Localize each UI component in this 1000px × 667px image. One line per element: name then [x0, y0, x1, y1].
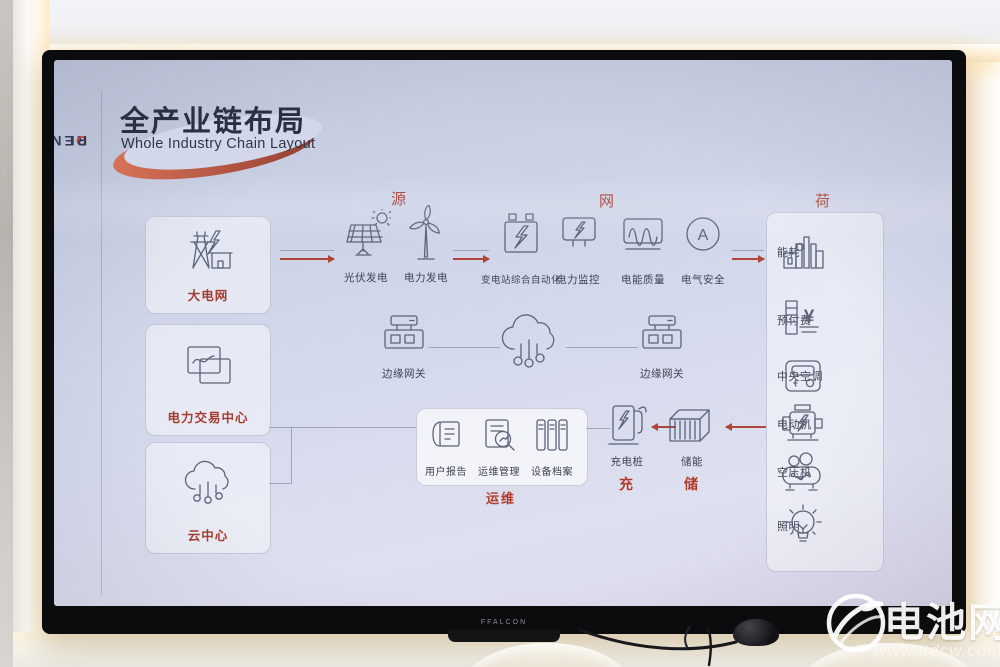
flow-arrow-right	[453, 255, 490, 262]
tv-brand-label: FFALCON	[480, 619, 528, 626]
cloud-gateway-line	[566, 347, 638, 348]
central-ac-icon	[777, 358, 829, 394]
tv-stand-tab	[448, 630, 560, 642]
card-label: 大电网	[187, 289, 229, 303]
logo-text-end: PI	[67, 133, 87, 149]
power-quality-icon	[618, 214, 668, 258]
edge-gateway-left-icon	[380, 313, 428, 359]
wall-right-panel	[962, 46, 1000, 667]
tv-frame: RENOPI 全产业链布局 Whole Industry Chain Layou…	[42, 50, 966, 642]
substation-automation-icon	[496, 208, 546, 262]
user-report-icon	[428, 417, 464, 453]
card-label: 电力交易中心	[167, 411, 249, 425]
section-label-load: 荷	[814, 193, 831, 210]
connector-trading-ops	[269, 427, 416, 428]
tv-cables	[578, 626, 738, 667]
storage-tag: 储	[684, 476, 700, 492]
flow-arrow-right	[732, 255, 765, 262]
card-trading-center: 电力交易中心	[145, 324, 271, 436]
section-label-grid: 网	[598, 193, 615, 210]
load-row-lighting: 照明	[777, 501, 877, 551]
cloud-center-icon	[146, 459, 270, 511]
lighting-icon	[777, 503, 829, 549]
wind-power-icon	[402, 204, 450, 264]
item-label: 电力监控	[556, 274, 600, 286]
item-label: 电气安全	[681, 274, 725, 286]
load-row-compressor: 空压机	[777, 447, 877, 497]
cloud-icon	[496, 310, 562, 376]
card-label: 云中心	[187, 529, 229, 543]
electrical-safety-icon: A	[682, 212, 724, 256]
load-row-prepaid: ¥ 预付费	[777, 295, 877, 345]
charging-tag: 充	[619, 476, 635, 492]
card-cloud-center: 云中心	[145, 442, 271, 554]
connector-ops-charging	[586, 428, 610, 429]
renopi-logo: RENOPI	[54, 128, 88, 248]
flow-arrow-right	[280, 255, 335, 262]
page-title: 全产业链布局	[120, 106, 307, 138]
card-main-grid: 大电网	[145, 216, 271, 314]
charging-label: 充电桩	[610, 456, 644, 468]
gateway-cloud-line	[428, 347, 500, 348]
item-label: 变电站综合自动化	[480, 275, 561, 286]
item-label: 电力发电	[404, 272, 448, 284]
flow-line	[732, 250, 764, 251]
load-row-hvac: 中央空调	[777, 351, 877, 401]
air-compressor-icon	[777, 452, 829, 492]
card-load-items: 能耗 ¥ 预付费	[766, 212, 884, 572]
load-row-energy: 能耗	[777, 227, 877, 277]
item-label: 电能质量	[621, 274, 665, 286]
load-row-motor: 电动机	[777, 399, 877, 449]
remote-device	[733, 619, 779, 646]
arrow-storage-to-charging	[651, 423, 676, 430]
flow-line	[280, 250, 334, 251]
power-monitoring-icon	[556, 212, 602, 260]
item-label: 光伏发电	[344, 272, 388, 284]
watermark-name: 电池网	[884, 601, 1000, 645]
prepaid-meter-icon: ¥	[777, 298, 829, 342]
tv-screen: RENOPI 全产业链布局 Whole Industry Chain Layou…	[54, 60, 952, 606]
card-operations: 用户报告 运维管理 设备档案	[416, 408, 588, 486]
ops-label: 设备档案	[531, 467, 573, 478]
ops-tag: 运维	[485, 491, 516, 506]
device-archive-icon	[533, 417, 569, 453]
connector-elbow	[291, 427, 292, 483]
watermark-logo-icon	[826, 593, 886, 653]
energy-consumption-icon	[777, 232, 829, 272]
title-swoosh-graphic	[113, 114, 322, 180]
section-label-source: 源	[390, 191, 407, 208]
solar-power-icon	[342, 208, 392, 264]
wall-left-strip	[0, 0, 13, 667]
storage-label: 储能	[681, 456, 703, 468]
energy-storage-icon	[666, 404, 718, 450]
load-label: 照明	[777, 521, 800, 533]
ops-label: 运维管理	[478, 467, 520, 478]
electric-motor-icon	[777, 403, 829, 445]
gateway-label: 边缘网关	[382, 368, 426, 380]
power-grid-icon	[146, 227, 270, 275]
connector-cloudcenter	[269, 483, 292, 484]
ammeter-glyph: A	[698, 227, 709, 244]
yuan-glyph: ¥	[804, 307, 815, 328]
arrow-load-to-storage	[725, 423, 766, 430]
charging-pile-icon	[606, 400, 650, 450]
page-subtitle: Whole Industry Chain Layout	[121, 136, 316, 152]
flow-line	[453, 250, 489, 251]
vertical-divider	[101, 90, 102, 595]
ops-management-icon	[481, 417, 517, 453]
power-trading-icon	[146, 343, 270, 391]
edge-gateway-right-icon	[638, 313, 686, 359]
watermark-url: www.itdcw.com	[874, 641, 1000, 660]
gateway-label: 边缘网关	[640, 368, 684, 380]
ops-label: 用户报告	[425, 467, 467, 478]
